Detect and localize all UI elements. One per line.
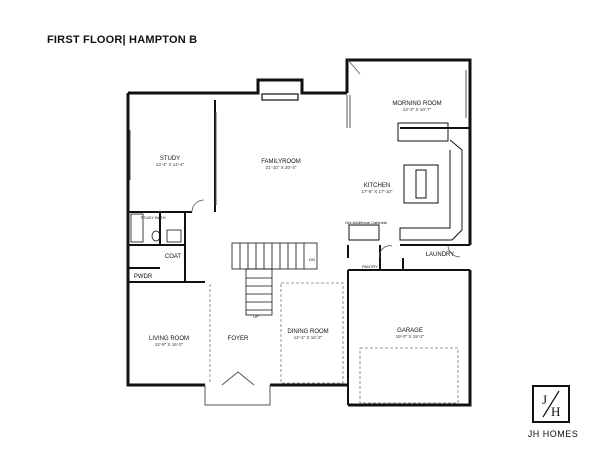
kitchen-dims: 17'-6" X 17'-10" — [362, 189, 393, 194]
coat-label: COAT — [165, 254, 182, 260]
living-room-dims: 12'-9" X 16'-0" — [155, 342, 184, 347]
pantry-label: PANTRY — [362, 264, 378, 269]
page-title: FIRST FLOOR| HAMPTON B — [47, 34, 198, 46]
svg-text:H: H — [551, 404, 560, 419]
stair-dn-label: DN — [309, 257, 315, 262]
morning-room-dims: 13'-3" X 10'-7" — [403, 107, 432, 112]
dining-room-dims: 12'-4" X 16'-2" — [294, 335, 323, 340]
family-room-dims: 21'-10" X 20'-4" — [266, 165, 297, 170]
fireplace — [261, 93, 299, 101]
svg-text:J: J — [542, 392, 547, 407]
study-bath-label: STUDY BATH — [141, 215, 166, 220]
family-room-label: FAMILYROOM — [261, 159, 301, 165]
kitchen-counters — [348, 122, 463, 241]
interior-walls — [128, 100, 470, 405]
door-swings — [191, 59, 461, 259]
dining-room-label: DINING ROOM — [287, 329, 328, 335]
brand-name: JH HOMES — [527, 429, 579, 439]
pwdr-label: PWDR — [134, 274, 153, 280]
exterior-walls — [126, 58, 472, 407]
morning-room-label: MORNING ROOM — [392, 101, 441, 107]
foyer-label: FOYER — [228, 336, 249, 342]
laundry-label: LAUNDRY — [426, 252, 455, 258]
front-porch — [204, 371, 271, 406]
opt-cabinets-label: Opt Additional Cabinets — [345, 220, 387, 225]
living-room-label: LIVING ROOM — [149, 336, 189, 342]
garage-label: GARAGE — [397, 328, 423, 334]
dashed-lines — [209, 282, 459, 404]
garage-dims: 19'-0" X 19'-2" — [396, 334, 425, 339]
jh-monogram-icon: J H — [542, 390, 560, 419]
stair-up-label: UP — [253, 314, 259, 319]
jh-logo-mark: J H — [532, 385, 570, 423]
bath-fixtures — [130, 213, 182, 243]
windows — [129, 70, 467, 205]
stairs — [231, 242, 318, 316]
study-label: STUDY — [160, 156, 180, 162]
kitchen-label: KITCHEN — [364, 183, 390, 189]
study-dims: 13'-4" X 14'-4" — [156, 162, 185, 167]
